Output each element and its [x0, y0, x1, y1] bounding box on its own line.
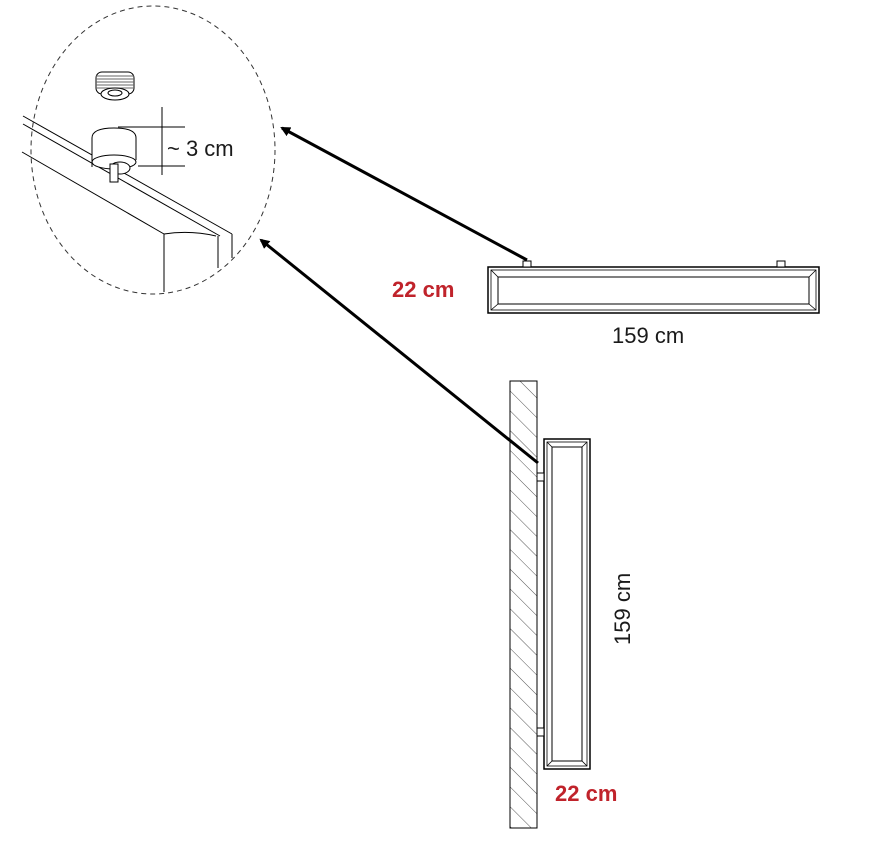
horizontal-heater-unit — [487, 260, 820, 314]
horizontal-height-label: 22 cm — [392, 277, 455, 302]
offset-label: ~ 3 cm — [167, 136, 234, 161]
wall-bracket-bottom-icon — [536, 727, 545, 737]
vertical-depth-label: 22 cm — [555, 781, 618, 806]
offset-dimension — [118, 107, 185, 175]
arrow-wall-to-detail — [259, 238, 539, 465]
bracket-right-icon — [776, 260, 786, 268]
bracket-left-icon — [522, 260, 532, 268]
mounting-stud-icon — [91, 127, 137, 183]
rail-profile — [21, 115, 233, 292]
detail-callout — [21, 5, 276, 295]
vertical-heater-unit — [536, 438, 591, 770]
wall-section — [509, 380, 538, 829]
wall-bracket-top-icon — [536, 472, 545, 482]
threaded-cap-icon — [95, 71, 135, 101]
horizontal-length-label: 159 cm — [612, 323, 685, 348]
vertical-length-label: 159 cm — [610, 572, 635, 645]
arrow-ceiling-to-detail — [280, 126, 528, 262]
